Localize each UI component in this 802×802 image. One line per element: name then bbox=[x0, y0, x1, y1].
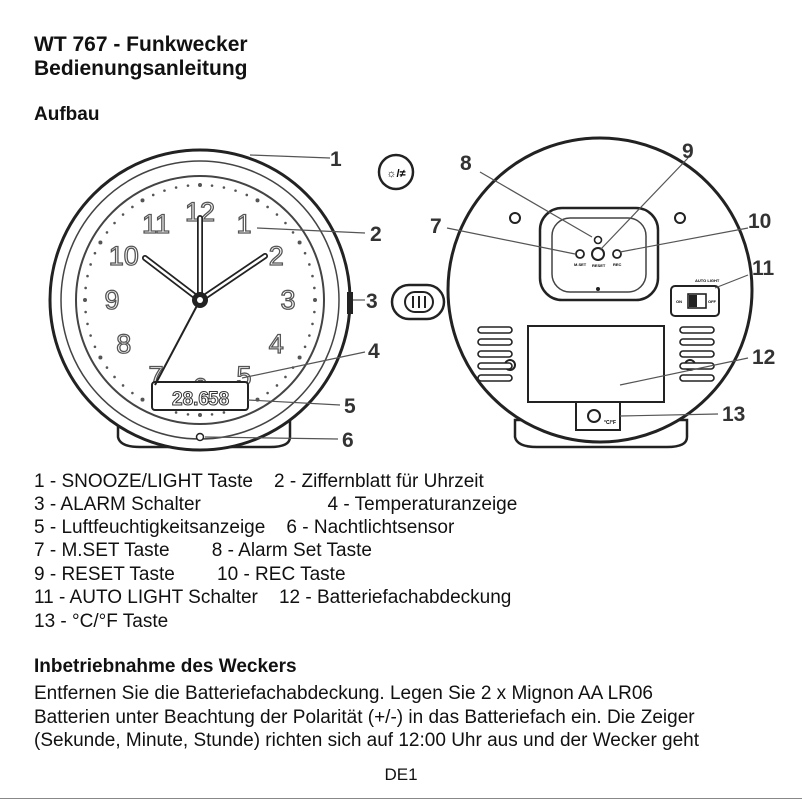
callout-4: 4 bbox=[368, 340, 380, 363]
paragraph-line-3: (Sekunde, Minute, Stunde) richten sich a… bbox=[34, 730, 700, 751]
svg-text:AUTO LIGHT: AUTO LIGHT bbox=[695, 278, 720, 283]
callout-3: 3 bbox=[366, 290, 378, 313]
callout-1: 1 bbox=[330, 148, 342, 171]
lcd-temperature: 28.6 bbox=[172, 389, 209, 410]
dial-number-8: 8 bbox=[116, 329, 131, 359]
section-heading-aufbau: Aufbau bbox=[34, 104, 100, 125]
reset-button bbox=[591, 247, 605, 261]
document-title: WT 767 - Funkwecker Bedienungsanleitung bbox=[34, 33, 248, 81]
bottom-divider bbox=[0, 798, 802, 799]
lcd-humidity: 58 bbox=[208, 389, 229, 410]
callout-numbers: 1 2 3 4 5 6 7 8 9 10 11 12 13 bbox=[330, 140, 775, 452]
svg-text:°C/°F: °C/°F bbox=[604, 420, 616, 426]
callout-7: 7 bbox=[430, 215, 442, 238]
title-line-2: Bedienungsanleitung bbox=[34, 57, 248, 80]
rear-clock: M.SET RESET REC °C/°F AUTO LIGHT ON OFF bbox=[446, 136, 754, 449]
callout-10: 10 bbox=[748, 210, 771, 233]
dial-number-3: 3 bbox=[280, 285, 295, 315]
legend-line-5: 9 - RESET Taste 10 - REC Taste bbox=[34, 564, 346, 585]
legend-line-3: 5 - Luftfeuchtigkeitsanzeige 6 - Nachtli… bbox=[34, 517, 455, 538]
dial-number-10: 10 bbox=[109, 241, 139, 271]
dial-number-9: 9 bbox=[104, 285, 119, 315]
callout-5: 5 bbox=[344, 395, 356, 418]
svg-text:OFF: OFF bbox=[708, 299, 717, 304]
second-hand bbox=[154, 299, 201, 386]
svg-text:RESET: RESET bbox=[592, 263, 606, 268]
paragraph-line-2: Batterien unter Beachtung der Polarität … bbox=[34, 706, 695, 728]
callout-9: 9 bbox=[682, 140, 694, 163]
svg-text:M.SET: M.SET bbox=[574, 262, 587, 267]
clock-diagram: 121234567891011 28.6 58 ☼/≠ bbox=[48, 136, 775, 452]
svg-text:REC: REC bbox=[613, 262, 622, 267]
dial-number-4: 4 bbox=[269, 329, 284, 359]
legend-line-7: 13 - °C/°F Taste bbox=[34, 611, 169, 632]
legend-line-6: 11 - AUTO LIGHT Schalter 12 - Batteriefa… bbox=[34, 587, 512, 608]
front-callout-lines bbox=[204, 154, 366, 440]
minute-dots bbox=[83, 183, 317, 417]
front-clock: 121234567891011 28.6 58 bbox=[48, 148, 353, 452]
svg-text:☼/≠: ☼/≠ bbox=[386, 168, 405, 180]
dial-number-11: 11 bbox=[142, 209, 170, 239]
section-heading-inbetriebnahme: Inbetriebnahme des Weckers bbox=[34, 656, 297, 677]
dial-number-2: 2 bbox=[269, 241, 284, 271]
title-line-1: WT 767 - Funkwecker bbox=[34, 33, 248, 56]
alarm-set-button bbox=[593, 235, 603, 245]
callout-6: 6 bbox=[342, 429, 354, 452]
paragraph-line-1: Entfernen Sie die Batteriefachabdeckung.… bbox=[34, 683, 653, 704]
snooze-light-button-icon: ☼/≠ bbox=[377, 153, 415, 191]
callout-13: 13 bbox=[722, 403, 745, 426]
night-light-sensor bbox=[195, 432, 205, 442]
callout-12: 12 bbox=[752, 346, 775, 369]
legend-line-2: 3 - ALARM Schalter 4 - Temperaturanzeige bbox=[34, 494, 518, 515]
instruction-paragraph: Entfernen Sie die Batteriefachabdeckung.… bbox=[34, 682, 794, 753]
svg-text:ON: ON bbox=[676, 299, 682, 304]
callout-2: 2 bbox=[370, 223, 382, 246]
rec-button bbox=[612, 249, 622, 259]
page-number: DE1 bbox=[384, 765, 418, 784]
callout-11: 11 bbox=[752, 257, 775, 280]
legend-line-4: 7 - M.SET Taste 8 - Alarm Set Taste bbox=[34, 540, 372, 561]
battery-cover bbox=[527, 325, 665, 403]
legend-line-1: 1 - SNOOZE/LIGHT Taste 2 - Ziffernblatt … bbox=[34, 471, 484, 492]
mset-button bbox=[575, 249, 585, 259]
callout-8: 8 bbox=[460, 152, 472, 175]
alarm-switch-icon bbox=[390, 283, 446, 321]
rear-callout-lines bbox=[446, 157, 749, 417]
dial-number-1: 1 bbox=[236, 209, 251, 239]
